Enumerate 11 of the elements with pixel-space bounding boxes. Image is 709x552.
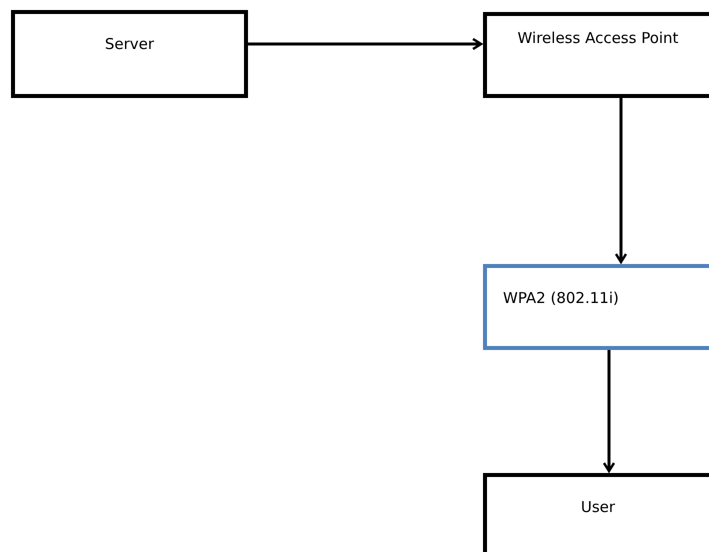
process-box — [483, 12, 709, 98]
box-label: Server — [104, 34, 154, 55]
process-box — [483, 264, 709, 350]
box-label: WPA2 (802.11i) — [503, 288, 619, 309]
process-box — [11, 10, 248, 98]
arrow — [614, 98, 628, 264]
process-box — [483, 473, 709, 552]
arrow — [602, 350, 616, 472]
box-label: Wireless Access Point — [518, 28, 678, 49]
box-label: User — [580, 497, 616, 518]
arrow — [248, 38, 482, 50]
